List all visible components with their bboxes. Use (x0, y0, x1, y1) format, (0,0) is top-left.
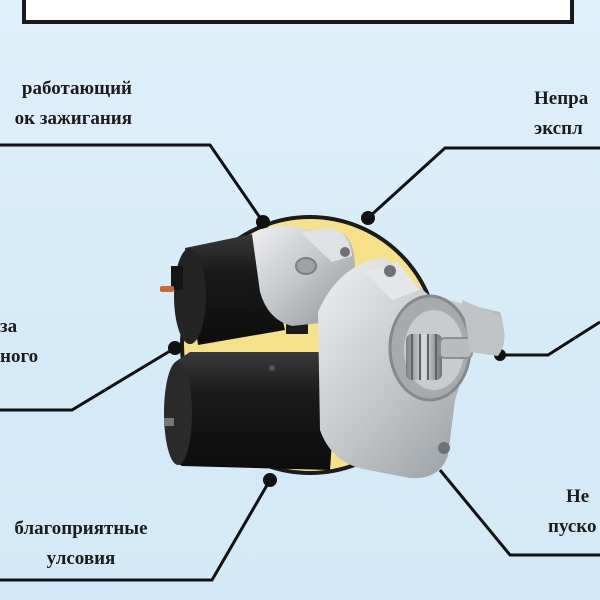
connector-dot (361, 211, 375, 225)
label-top-right: Непра экспл (534, 84, 588, 144)
label-top-right-line2: экспл (534, 118, 583, 139)
starter-motor-icon (160, 226, 505, 479)
connector-top-left (0, 143, 265, 223)
connector-bottom-left (0, 479, 272, 582)
label-mid-left: за ного (0, 312, 38, 372)
label-bottom-right: Не пуско (548, 482, 597, 542)
connector-lines (0, 143, 600, 582)
label-bottom-right-line2: пуско (548, 516, 597, 537)
label-bottom-left-line1: благоприятные (14, 518, 148, 539)
label-mid-left-line2: ного (0, 346, 39, 367)
title-box (22, 0, 574, 24)
label-top-left: работающий ок зажигания (0, 74, 132, 134)
label-bottom-right-line1: Не (566, 486, 590, 507)
connector-dot (256, 215, 270, 229)
connector-dot (168, 341, 182, 355)
label-bottom-left: благоприятные улсовия (0, 514, 162, 574)
connector-dot (263, 473, 277, 487)
label-bottom-left-line2: улсовия (46, 548, 116, 569)
connector-bottom-right (438, 469, 600, 557)
label-top-left-line1: работающий (21, 78, 132, 99)
connector-top-right (366, 146, 600, 220)
connector-right (500, 320, 600, 357)
label-top-right-line1: Непра (534, 88, 589, 109)
label-mid-left-line1: за (0, 316, 18, 337)
connector-mid-left (0, 346, 176, 412)
label-top-left-line2: ок зажигания (14, 108, 132, 129)
